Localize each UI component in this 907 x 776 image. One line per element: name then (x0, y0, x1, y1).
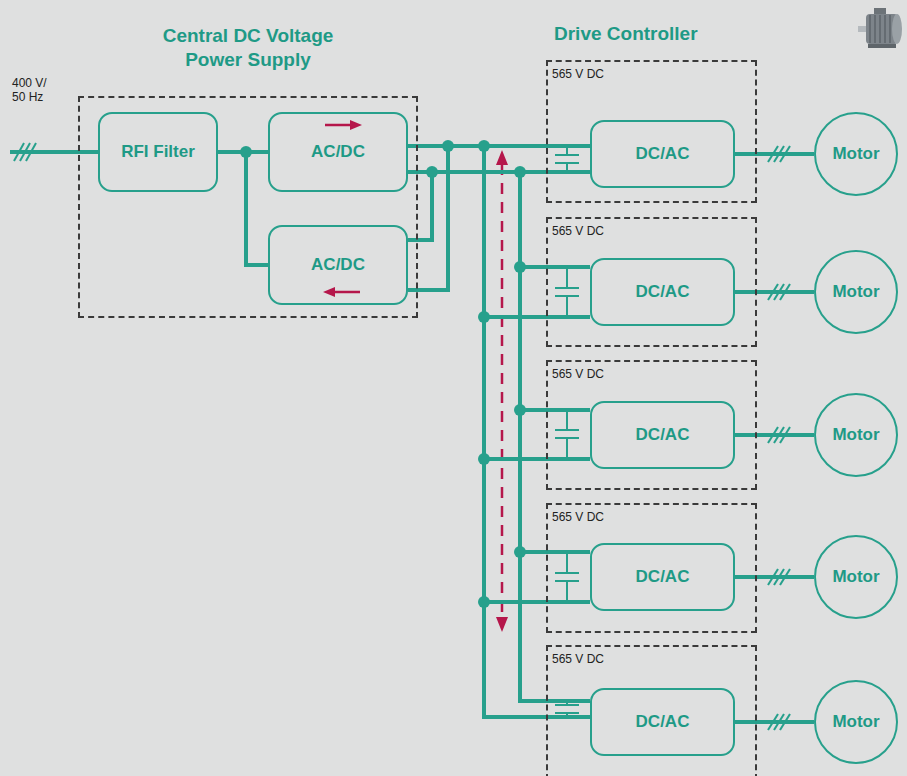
energy-exchange-arrow (496, 150, 508, 632)
dc-bus-wire (408, 146, 448, 290)
motor-circle: Motor (814, 250, 898, 334)
voltage-label: 565 V DC (552, 224, 604, 238)
bus-connector (408, 172, 590, 701)
box-label: DC/AC (636, 567, 690, 587)
voltage-label: 565 V DC (552, 652, 604, 666)
drive-controller-group: 565 V DC DC/AC (546, 60, 757, 203)
box-label: AC/DC (311, 255, 365, 275)
bus-connector (735, 433, 814, 437)
bus-connector (735, 152, 814, 156)
box-label: AC/DC (311, 142, 365, 162)
motor-label: Motor (832, 712, 879, 732)
rectifier-box: AC/DC (268, 112, 408, 192)
inverter-box: DC/AC (590, 543, 735, 611)
drive-controller-group: 565 V DC DC/AC (546, 217, 757, 347)
drive-controller-group: 565 V DC DC/AC (546, 503, 757, 633)
motor-label: Motor (832, 282, 879, 302)
bus-connector (218, 152, 268, 265)
inverter-box: DC/AC (590, 120, 735, 188)
box-label: DC/AC (636, 282, 690, 302)
box-label: DC/AC (636, 144, 690, 164)
box-label: DC/AC (636, 425, 690, 445)
bus-connector (735, 290, 814, 294)
bus-connector (408, 146, 590, 459)
motor-circle: Motor (814, 393, 898, 477)
motor-label: Motor (832, 567, 879, 587)
filter-box: RFI Filter (98, 112, 218, 192)
section-heading: Drive Controller (554, 22, 754, 46)
motor-label: Motor (832, 425, 879, 445)
drive-controller-group: 565 V DC DC/AC (546, 645, 757, 776)
drive-controller-group: 565 V DC DC/AC (546, 360, 757, 490)
motor-icon (858, 8, 902, 48)
box-label: RFI Filter (121, 142, 195, 162)
inverter-box: DC/AC (590, 688, 735, 756)
bus-connector (408, 172, 590, 267)
inverter-box: DC/AC (590, 401, 735, 469)
inverter-box: DC/AC (590, 258, 735, 326)
group-heading: Central DC Voltage Power Supply (143, 24, 353, 72)
motor-circle: Motor (814, 112, 898, 196)
power-supply-group: Central DC Voltage Power SupplyRFI Filte… (78, 96, 418, 318)
voltage-label: 565 V DC (552, 367, 604, 381)
bus-connector (735, 575, 814, 579)
voltage-label: 565 V DC (552, 67, 604, 81)
motor-circle: Motor (814, 680, 898, 764)
motor-circle: Motor (814, 535, 898, 619)
three-phase-mark (14, 143, 36, 161)
voltage-label: 565 V DC (552, 510, 604, 524)
regenerative-converter-box: AC/DC (268, 225, 408, 305)
bus-connector (735, 720, 814, 724)
input-voltage-label: 400 V/ 50 Hz (12, 76, 60, 104)
motor-label: Motor (832, 144, 879, 164)
box-label: DC/AC (636, 712, 690, 732)
three-phase-mark (768, 146, 790, 730)
